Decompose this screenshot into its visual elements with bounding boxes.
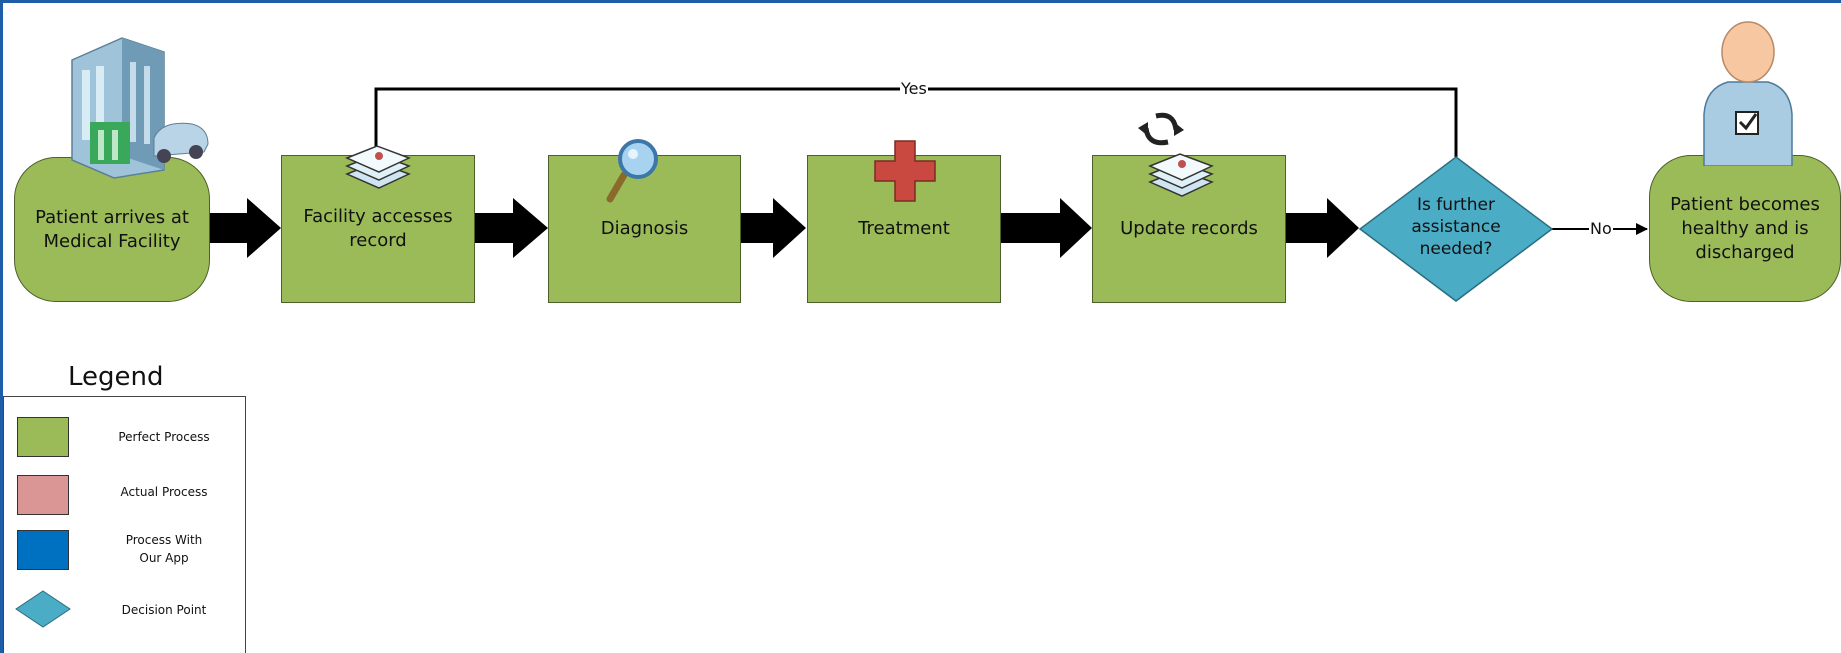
yes-edge-label: Yes xyxy=(900,79,928,98)
legend-label-perfect-process: Perfect Process xyxy=(118,430,210,444)
node-update-records-label: Update records xyxy=(1120,218,1258,239)
legend-swatch-process-with-app xyxy=(17,530,69,570)
legend-swatch-actual-process xyxy=(17,475,69,515)
legend-label-decision-point: Decision Point xyxy=(121,603,207,617)
no-edge-label: No xyxy=(1589,219,1613,238)
frame-left-border xyxy=(0,0,3,653)
patient-checkmark-icon xyxy=(1703,21,1793,166)
legend-swatch-perfect-process xyxy=(17,417,69,457)
node-patient-discharged-label: Patient becomes healthy and is discharge… xyxy=(1670,193,1820,263)
decision-diamond xyxy=(1358,156,1554,302)
arrow-diagnosis-to-treatment xyxy=(741,198,806,258)
node-treatment-label: Treatment xyxy=(858,218,950,239)
legend-swatch-decision-point xyxy=(15,590,71,628)
node-diagnosis: Diagnosis xyxy=(548,155,741,303)
node-patient-arrives: Patient arrives at Medical Facility xyxy=(14,157,210,302)
red-cross-icon xyxy=(874,140,936,202)
legend-label-actual-process: Actual Process xyxy=(120,485,208,499)
legend-label-process-with-app: Process With Our App xyxy=(125,533,203,565)
frame-top-border xyxy=(0,0,1841,3)
node-patient-discharged: Patient becomes healthy and is discharge… xyxy=(1649,155,1841,302)
arrow-update-to-decision xyxy=(1286,198,1359,258)
node-patient-arrives-label: Patient arrives at Medical Facility xyxy=(35,206,189,252)
decision-label: Is further assistance needed? xyxy=(1411,195,1501,259)
legend-box: Perfect Process Actual Process Process W… xyxy=(3,396,246,653)
documents-icon xyxy=(345,145,411,189)
refresh-documents-icon xyxy=(1138,112,1214,197)
arrow-access-to-diagnosis xyxy=(475,198,548,258)
arrow-treatment-to-update xyxy=(1001,198,1092,258)
node-diagnosis-label: Diagnosis xyxy=(600,218,689,239)
magnifier-icon xyxy=(606,139,658,203)
hospital-building-icon xyxy=(71,37,209,179)
arrow-start-to-access xyxy=(210,198,281,258)
legend-title: Legend xyxy=(68,362,164,392)
node-facility-accesses-record-label: Facility accesses record xyxy=(303,206,453,251)
